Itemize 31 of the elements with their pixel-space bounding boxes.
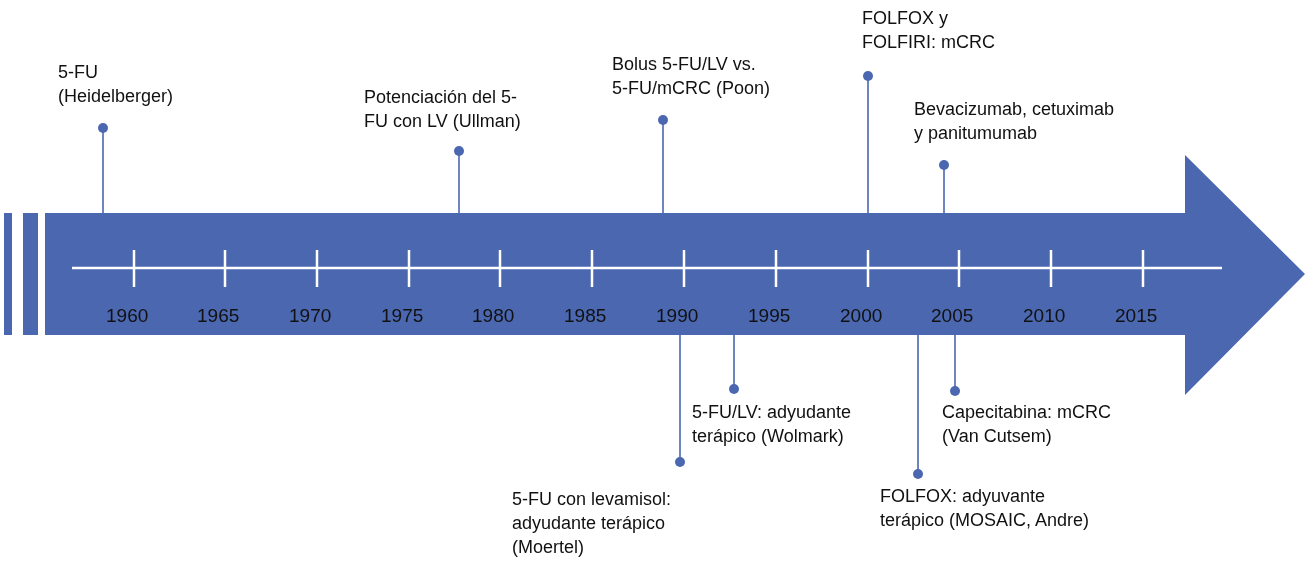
leader-line [729, 334, 739, 394]
year-label: 2015 [1115, 305, 1158, 327]
event-label: Bevacizumab, cetuximab y panitumumab [914, 97, 1119, 145]
leader-line [950, 334, 960, 396]
year-label: 1995 [748, 305, 791, 327]
year-label: 1990 [656, 305, 699, 327]
event-label: FOLFOX y FOLFIRI: mCRC [862, 6, 1012, 54]
leader-line [913, 334, 923, 479]
leader-line [675, 334, 685, 467]
year-label: 2005 [931, 305, 974, 327]
event-label: 5-FU con levamisol: adyudante terápico (Moertel) [512, 487, 692, 559]
event-label: FOLFOX: adyuvante terápico (MOSAIC, Andre) [880, 484, 1095, 532]
leader-line [863, 71, 873, 214]
year-label: 1970 [289, 305, 332, 327]
leader-line [98, 123, 108, 214]
leader-line [658, 115, 668, 214]
year-label: 2010 [1023, 305, 1066, 327]
year-label: 1965 [197, 305, 240, 327]
year-label: 1975 [381, 305, 424, 327]
year-label: 1985 [564, 305, 607, 327]
leader-line [454, 146, 464, 214]
event-label: Capecitabina: mCRC (Van Cutsem) [942, 400, 1117, 448]
leader-line [939, 160, 949, 214]
event-label: 5-FU/LV: adyudante terápico (Wolmark) [692, 400, 852, 448]
event-label: 5-FU (Heidelberger) [58, 60, 188, 108]
year-label: 1960 [106, 305, 149, 327]
event-label: Bolus 5-FU/LV vs. 5-FU/mCRC (Poon) [612, 52, 774, 100]
event-label: Potenciación del 5-FU con LV (Ullman) [364, 85, 539, 133]
year-label: 2000 [840, 305, 883, 327]
year-label: 1980 [472, 305, 515, 327]
timeline-arrow [4, 155, 1305, 395]
